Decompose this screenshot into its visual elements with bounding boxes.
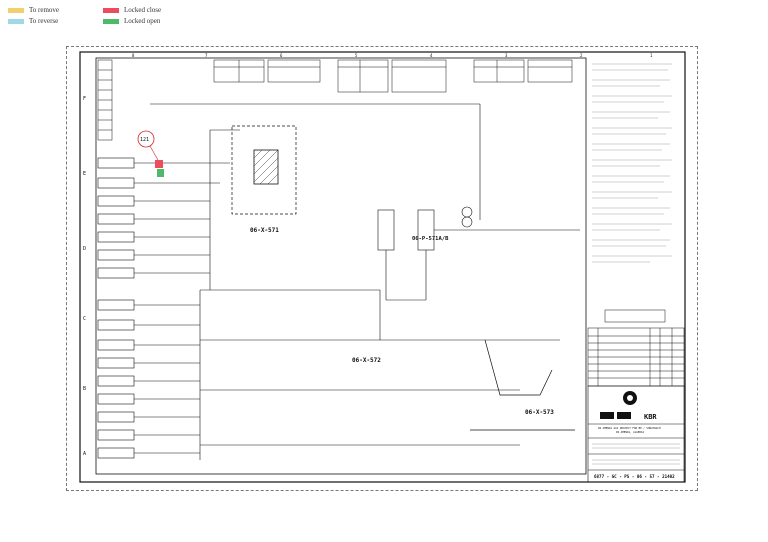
hatched-vessel [253, 149, 279, 185]
drawing-border [79, 51, 686, 483]
grid-number: 7 [205, 53, 208, 58]
project-name: IN AMENAS GAS PROJECT FOR BP / SONATRACH [598, 426, 661, 430]
revision-table [587, 327, 685, 387]
grid-number: 8 [132, 53, 135, 58]
legend-label: Locked close [124, 6, 162, 14]
trench-06-x-573 [470, 339, 575, 431]
equipment-tag: 06-X-572 [352, 357, 381, 364]
legend-swatch [8, 18, 24, 24]
legend-label: To reverse [29, 17, 59, 25]
grid-letter: B [83, 386, 86, 392]
project-location: IN AMENAS, ALGERIA [616, 430, 645, 434]
grid-number: 6 [280, 53, 283, 58]
note-box [604, 309, 666, 323]
grid-number: 1 [650, 53, 653, 58]
callout-circle [137, 130, 155, 148]
legend-to-reverse: To reverse [8, 17, 58, 25]
document-number: 6877 - GC - PS - 06 - 57 - 21402 [594, 474, 675, 479]
legend-to-remove: To remove [8, 6, 59, 14]
grid-number: 4 [430, 53, 433, 58]
grid-letter: E [83, 171, 86, 177]
equipment-tag: 06-X-573 [525, 409, 554, 416]
grid-side: F E D C B A [83, 96, 86, 457]
title-block: KBR IN AMENAS GAS PROJECT FOR BP / SONAT… [587, 385, 685, 483]
legend-locked-open: Locked open [103, 17, 160, 25]
notes-text [592, 63, 672, 263]
grid-number: 3 [505, 53, 508, 58]
legend-swatch [8, 7, 24, 13]
grid-letter: D [83, 246, 86, 252]
company-logo: KBR [644, 413, 657, 421]
package-06-x-571 [231, 125, 297, 215]
callout-label: 121 [140, 137, 149, 143]
drawing-area [95, 57, 587, 475]
grid-top: 8 7 6 5 4 3 2 1 [132, 53, 653, 58]
locked-close-valve [155, 160, 163, 168]
left-label-strip [97, 59, 113, 141]
grid-number: 2 [580, 53, 583, 58]
service-tables [213, 59, 573, 93]
pump-area [377, 206, 580, 301]
callout-leader [149, 145, 159, 161]
legend-label: To remove [29, 6, 60, 14]
grid-number: 5 [355, 53, 358, 58]
partner-logo [600, 412, 614, 419]
legend-swatch [103, 18, 119, 24]
legend-swatch [103, 7, 119, 13]
legend-label: Locked open [124, 17, 161, 25]
equipment-tag: 06-P-571A/B [412, 236, 449, 242]
grid-letter: F [83, 96, 86, 102]
source-lines [97, 103, 560, 460]
legend-locked-close: Locked close [103, 6, 161, 14]
vessel-hatch [253, 149, 279, 185]
locked-open-valve [157, 169, 164, 177]
equipment-tag: 06-X-571 [250, 227, 279, 234]
grid-letter: C [83, 316, 86, 322]
partner-logo [617, 412, 631, 419]
grid-letter: A [83, 451, 86, 457]
